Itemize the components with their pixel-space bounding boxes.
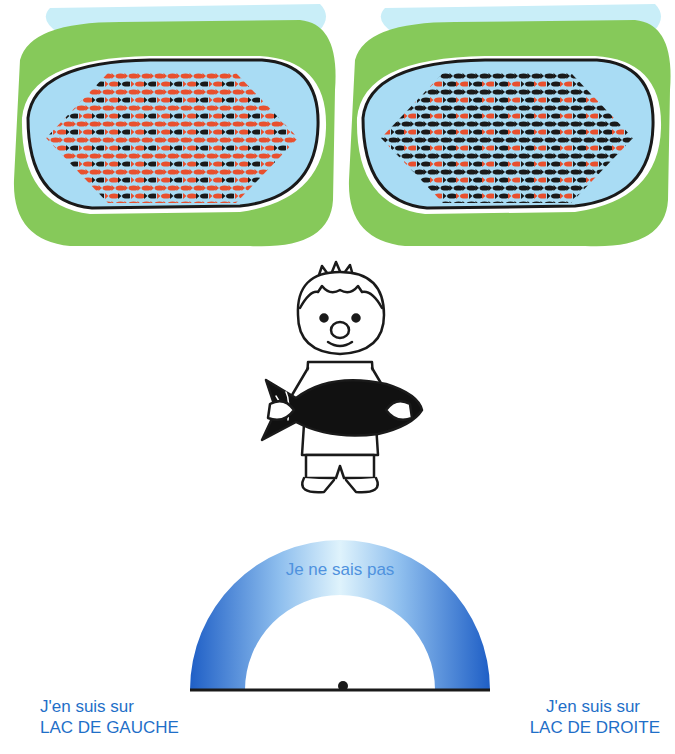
gauge-left-label: LAC DE GAUCHE (40, 718, 179, 738)
gauge-right-label: LAC DE DROITE (530, 718, 660, 738)
gauge-right-label: J'en suis sur (546, 697, 640, 717)
gauge-left-label: J'en suis sur (40, 697, 134, 717)
gauge-top-label: Je ne sais pas (286, 560, 395, 580)
left-lake (14, 4, 336, 246)
right-lake (349, 4, 671, 246)
boy-figure (262, 262, 422, 492)
confidence-gauge (190, 540, 490, 691)
